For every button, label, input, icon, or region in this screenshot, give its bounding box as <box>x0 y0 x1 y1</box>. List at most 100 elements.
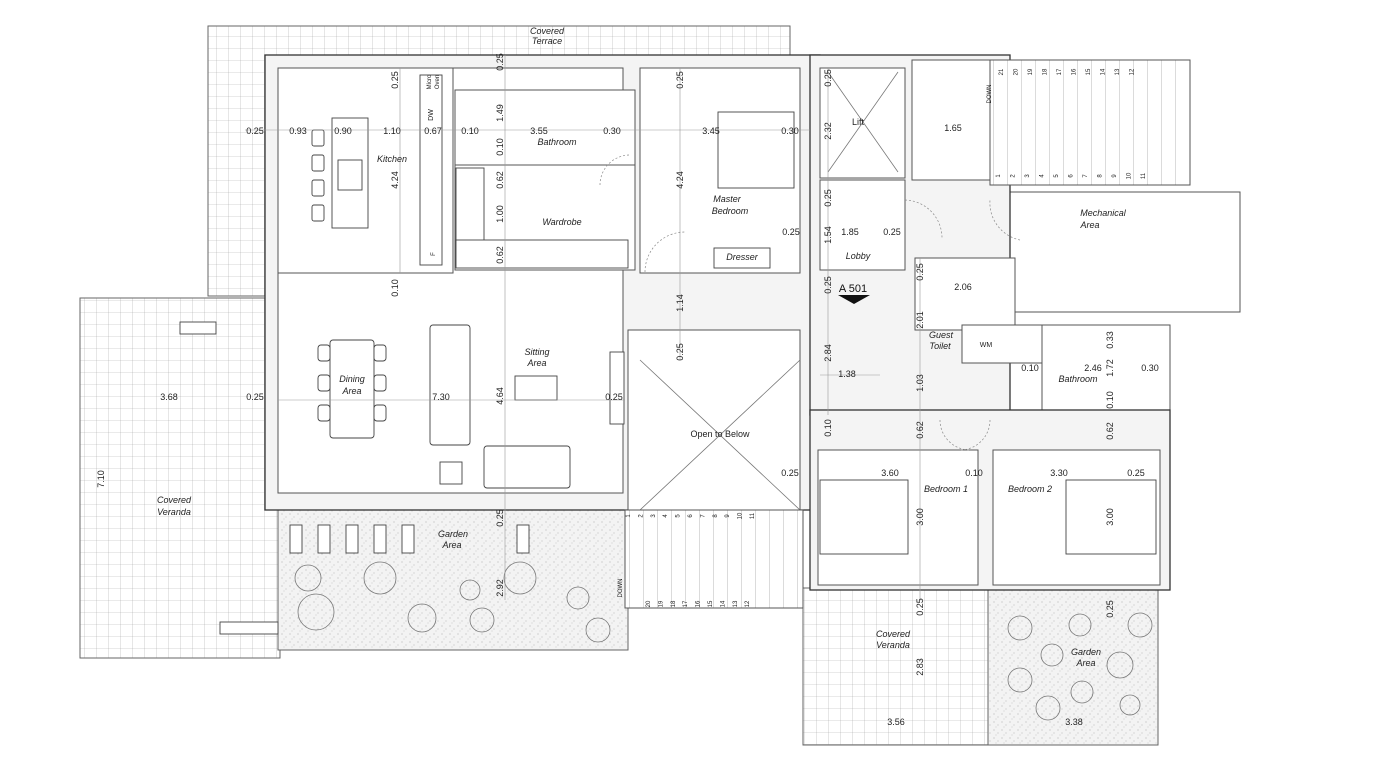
stair-step-mid-1: 1 <box>626 514 632 518</box>
lift-cross <box>827 71 899 173</box>
stair-step-top-low-6: 6 <box>1069 174 1075 178</box>
dim-top-4: 0.67 <box>424 126 442 136</box>
label-covered-veranda-bottom-1: Covered <box>876 629 911 639</box>
stair-step-top-19: 19 <box>1028 68 1034 75</box>
dim-bed-0: 0.10 <box>823 419 833 437</box>
label-dining-area-2: Area <box>341 386 361 396</box>
dim-stair-right: 1.65 <box>944 123 962 133</box>
label-covered-veranda-bottom-2: Veranda <box>876 640 910 650</box>
label-bathroom-master: Bathroom <box>537 137 577 147</box>
label-sitting-area-1: Sitting <box>524 347 549 357</box>
kitchen-stools <box>311 129 325 222</box>
label-master-bedroom-1: Master <box>713 194 742 204</box>
garden-loungers <box>289 524 530 554</box>
dim-bottom-4: 3.38 <box>1065 717 1083 727</box>
dim-garden-1: 2.92 <box>495 579 505 597</box>
label-sitting-area-2: Area <box>526 358 546 368</box>
dim-lift-0: 0.25 <box>823 69 833 87</box>
stair-step-mid-6: 6 <box>688 514 694 518</box>
dim-lobby-1: 0.25 <box>883 227 901 237</box>
coffee-table <box>514 375 558 401</box>
dim-bed-1: 0.62 <box>915 421 925 439</box>
stair-step-mid-9: 9 <box>725 514 731 518</box>
dim-bed-5: 0.10 <box>965 468 983 478</box>
label-mechanical-area-2: Area <box>1079 220 1099 230</box>
stair-step-top-low-9: 9 <box>1112 174 1118 178</box>
open-to-below-cross <box>639 359 801 511</box>
dim-mid-2: 0.25 <box>823 276 833 294</box>
dim-lift-1: 2.32 <box>823 122 833 140</box>
label-dining-area-1: Dining <box>339 374 365 384</box>
dim-bed-3: 0.25 <box>781 468 799 478</box>
dim-kv-9: 0.25 <box>495 53 505 71</box>
dim-top-9: 0.30 <box>781 126 799 136</box>
stair-step-top-low-8: 8 <box>1098 174 1104 178</box>
stair-step-mid-low-17: 17 <box>683 600 689 607</box>
dim-kv-0: 0.25 <box>390 71 400 89</box>
dim-mid-8: 0.25 <box>915 263 925 281</box>
dim-veranda-2: 7.10 <box>96 470 106 488</box>
dining-chairs <box>317 344 387 422</box>
veranda-step <box>219 621 279 635</box>
dim-mid-6: 2.06 <box>954 282 972 292</box>
stair-step-mid-low-19: 19 <box>658 600 664 607</box>
stair-step-top-16: 16 <box>1072 68 1078 75</box>
stair-step-top-low-11: 11 <box>1141 172 1147 179</box>
label-lift: Lift <box>852 117 865 127</box>
label-stair-down-top: DOWN <box>987 85 993 104</box>
label-guest-toilet-1: Guest <box>929 330 954 340</box>
dim-bed-4: 3.60 <box>881 468 899 478</box>
dim-bath2-0: 0.33 <box>1105 331 1115 349</box>
label-covered-veranda-left-2: Veranda <box>157 507 191 517</box>
label-wm: WM <box>980 342 993 349</box>
garden-trees <box>294 561 1153 721</box>
dim-bottom-0: 0.25 <box>915 598 925 616</box>
stair-step-top-low-1: 1 <box>996 174 1002 178</box>
dim-bath2-2: 2.46 <box>1084 363 1102 373</box>
dim-bottom-1: 2.83 <box>915 658 925 676</box>
stair-step-top-20: 20 <box>1014 68 1020 75</box>
stair-step-top-15: 15 <box>1086 68 1092 75</box>
cooktop <box>337 159 363 191</box>
stair-step-top-13: 13 <box>1115 68 1121 75</box>
label-kitchen: Kitchen <box>377 154 407 164</box>
lobby-room <box>819 179 906 271</box>
mechanical-area-box <box>989 191 1241 313</box>
dim-top-1: 0.93 <box>289 126 307 136</box>
label-wardrobe: Wardrobe <box>542 217 581 227</box>
label-mechanical-area-1: Mechanical <box>1080 208 1127 218</box>
parking-room <box>911 59 993 181</box>
tv-unit <box>609 351 625 425</box>
dim-bottom-2: 0.25 <box>1105 600 1115 618</box>
pouf <box>439 461 463 485</box>
dim-bed-2: 0.62 <box>1105 422 1115 440</box>
dim-sitting-0: 7.30 <box>432 392 450 402</box>
stair-step-mid-5: 5 <box>676 514 682 518</box>
dim-veranda-0: 3.68 <box>160 392 178 402</box>
stair-step-mid-low-15: 15 <box>708 600 714 607</box>
dim-veranda-1: 0.25 <box>246 392 264 402</box>
label-stair-down-mid: DOWN <box>618 579 624 598</box>
label-covered-veranda-left-1: Covered <box>157 495 192 505</box>
dim-kv-8: 4.24 <box>675 171 685 189</box>
main-stair <box>624 509 804 609</box>
label-garden-area-left-2: Area <box>441 540 461 550</box>
dim-lift-2: 0.25 <box>823 189 833 207</box>
dim-kv-7: 0.10 <box>390 279 400 297</box>
dim-kv-1: 1.49 <box>495 104 505 122</box>
dim-top-3: 1.10 <box>383 126 401 136</box>
dim-mid-0: 1.14 <box>675 294 685 312</box>
wm-room <box>961 324 1043 364</box>
label-covered-terrace-1: Covered <box>530 26 565 36</box>
open-to-below-void <box>627 329 801 511</box>
dim-lift-3: 1.54 <box>823 226 833 244</box>
stair-step-top-18: 18 <box>1043 68 1049 75</box>
dim-kv-5: 1.00 <box>495 205 505 223</box>
stair-step-top-low-5: 5 <box>1054 174 1060 178</box>
stair-step-top-21: 21 <box>999 68 1005 75</box>
stair-step-top-14: 14 <box>1101 68 1107 75</box>
dim-bed-9: 3.00 <box>1105 508 1115 526</box>
dim-bed-7: 0.25 <box>1127 468 1145 478</box>
